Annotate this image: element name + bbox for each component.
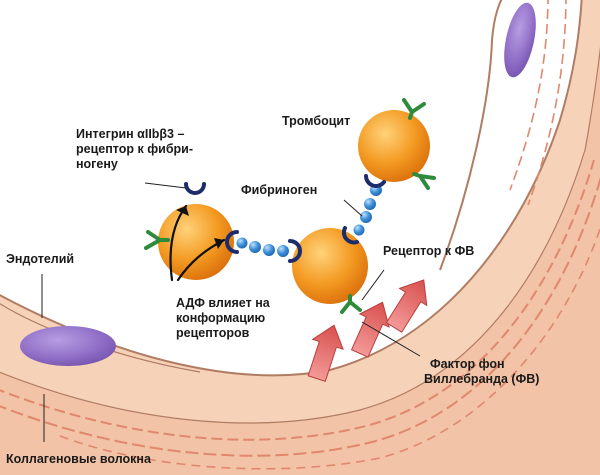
- collagen-stripe: [0, 159, 595, 441]
- integrin-receptor: [364, 174, 386, 188]
- label-integrin-line: Интегрин αIIbβ3 –: [76, 127, 185, 141]
- endothelial-cell-right: [439, 0, 503, 271]
- platelet-top: [358, 110, 430, 182]
- integrin-receptor: [184, 182, 206, 195]
- vwf-arrow: [307, 324, 344, 382]
- vwf-receptor: [144, 230, 170, 250]
- integrin-receptor: [225, 230, 239, 254]
- label-adp-line: конформацию: [176, 311, 266, 325]
- endothelial-nucleus: [504, 2, 536, 78]
- label-integrin: Интегрин αIIbβ3 – рецептор к фибри- ноге…: [76, 127, 193, 172]
- leader-vwf: [361, 321, 421, 357]
- collagen-stripe: [509, 0, 549, 191]
- fibrinogen-chain: [353, 184, 382, 236]
- label-collagen: Коллагеновые волокна: [6, 452, 151, 466]
- label-vwf: Фактор фон Виллебранда (ФВ): [424, 357, 539, 387]
- vwf-arrow: [350, 301, 390, 358]
- label-vwf-line: Виллебранда (ФВ): [424, 372, 540, 386]
- vwf-receptor: [340, 294, 362, 314]
- label-platelet: Тромбоцит: [282, 114, 351, 128]
- label-adp-line: АДФ влияет на: [176, 296, 270, 310]
- vwf-arrow: [385, 279, 428, 333]
- label-receptor-vwf: Рецептор к ФВ: [383, 244, 475, 258]
- integrin-receptor: [341, 226, 359, 245]
- integrin-receptor: [288, 239, 302, 263]
- label-endothelium: Эндотелий: [6, 252, 75, 266]
- adp-arrowhead: [214, 238, 224, 249]
- label-integrin-line: ногену: [76, 157, 118, 171]
- collagen-stripe: [527, 0, 567, 206]
- label-adp-line: рецепторов: [176, 326, 250, 340]
- vwf-receptor: [412, 172, 436, 190]
- label-integrin-line: рецептор к фибри-: [76, 142, 194, 156]
- vwf-receptor: [402, 98, 426, 120]
- fibrinogen-chain: [236, 237, 289, 257]
- adp-arrowhead: [176, 206, 189, 216]
- leader-integrin: [144, 182, 187, 189]
- leader-fibrinogen: [343, 199, 363, 217]
- platelet-middle: [292, 228, 368, 304]
- label-adp: АДФ влияет на конформацию рецепторов: [176, 296, 270, 341]
- label-fibrinogen: Фибриноген: [241, 183, 318, 197]
- collagen-stripe: [0, 176, 600, 457]
- leader-receptor-vwf: [361, 269, 385, 301]
- label-vwf-line: Фактор фон: [430, 357, 505, 371]
- endothelial-nucleus: [20, 326, 116, 366]
